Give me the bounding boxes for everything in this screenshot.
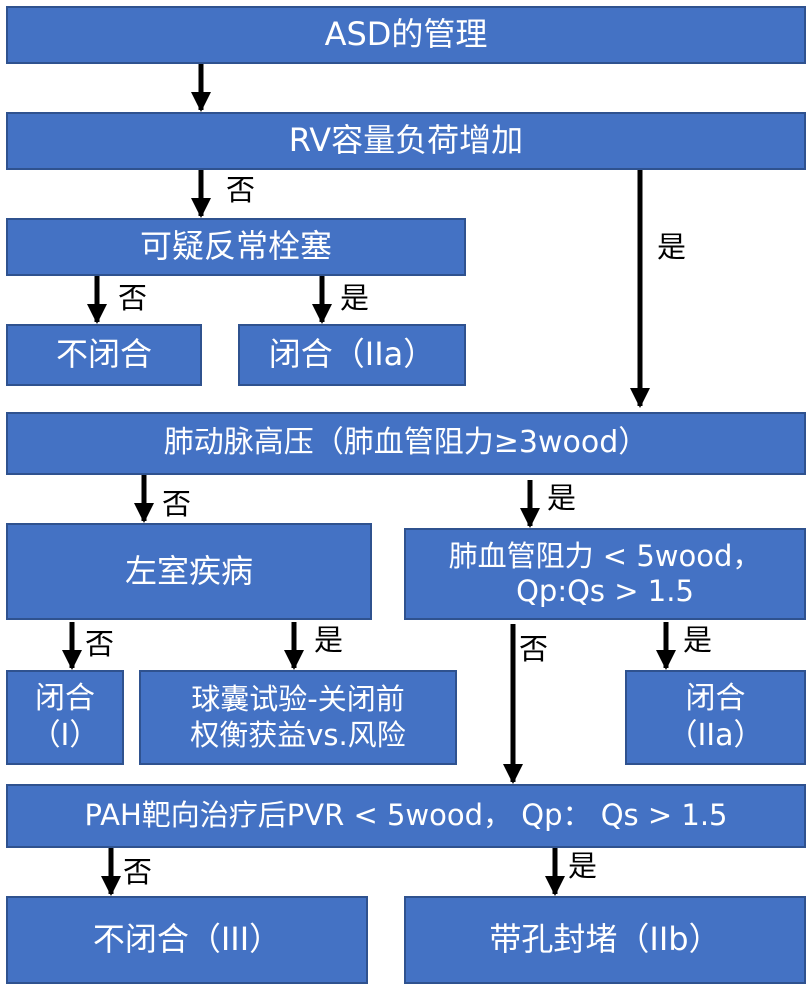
box-text-line-2: （IIa）	[667, 717, 764, 753]
box-text: 肺动脉高压（肺血管阻力≥3wood）	[163, 425, 649, 461]
box-pah-targeted-therapy: PAH靶向治疗后PVR < 5wood， Qp： Qs > 1.5	[6, 784, 806, 848]
box-text-line-1: 闭合	[35, 680, 95, 716]
box-text: 不闭合	[55, 335, 152, 374]
label-yes-pah-to-pvr: 是	[547, 481, 577, 515]
box-text: 闭合（IIa）	[268, 335, 436, 374]
label-no-pvr-to-pah-target: 否	[519, 632, 549, 666]
box-closure-iia-2: 闭合 （IIa）	[625, 670, 806, 765]
label-yes-left-ventricle-to-balloon: 是	[314, 623, 344, 657]
box-text-line-1: 肺血管阻力 < 5wood，	[448, 538, 762, 573]
box-text: 可疑反常栓塞	[139, 227, 332, 266]
label-yes-rv-to-pah: 是	[657, 230, 687, 264]
box-rv-volume-load: RV容量负荷增加	[6, 112, 806, 170]
box-text-line-1: 闭合	[685, 680, 746, 716]
box-fenestrated-closure: 带孔封堵（IIb）	[404, 896, 806, 984]
box-text-line-2: 权衡获益vs.风险	[190, 717, 406, 752]
box-text: PAH靶向治疗后PVR < 5wood， Qp： Qs > 1.5	[84, 798, 728, 833]
box-pulmonary-hypertension: 肺动脉高压（肺血管阻力≥3wood）	[6, 412, 806, 475]
box-text-line-2: （I）	[30, 717, 100, 753]
label-yes-embolism-to-close: 是	[340, 281, 370, 315]
box-no-closure-iii: 不闭合（III）	[6, 896, 368, 984]
box-text: 左室疾病	[124, 551, 253, 590]
box-closure-iia-1: 闭合（IIa）	[238, 324, 466, 386]
box-no-closure-1: 不闭合	[6, 324, 202, 386]
label-no-embolism-to-no-close: 否	[118, 281, 148, 315]
label-no-left-ventricle-to-close-i: 否	[85, 627, 115, 661]
label-no-pah-target-to-no-close: 否	[123, 855, 153, 889]
label-yes-pvr-to-close-iia: 是	[683, 623, 713, 657]
box-text: 带孔封堵（IIb）	[489, 920, 721, 959]
box-asd-management: ASD的管理	[6, 6, 806, 64]
box-suspected-embolism: 可疑反常栓塞	[6, 218, 466, 276]
label-no-rv-to-embolism: 否	[226, 173, 256, 207]
box-pvr-condition: 肺血管阻力 < 5wood， Qp:Qs > 1.5	[404, 528, 806, 620]
label-no-pah-to-left-ventricle: 否	[162, 487, 192, 521]
box-text-line-2: Qp:Qs > 1.5	[516, 574, 694, 608]
box-text: RV容量负荷增加	[288, 121, 524, 160]
label-yes-pah-target-to-fenestrated: 是	[568, 849, 598, 883]
box-text: ASD的管理	[324, 15, 488, 54]
box-text: 不闭合（III）	[92, 920, 282, 959]
box-left-ventricle-disease: 左室疾病	[6, 523, 372, 620]
box-balloon-test: 球囊试验-关闭前 权衡获益vs.风险	[139, 670, 457, 765]
box-closure-i: 闭合 （I）	[6, 670, 124, 765]
box-text-line-1: 球囊试验-关闭前	[191, 682, 405, 717]
